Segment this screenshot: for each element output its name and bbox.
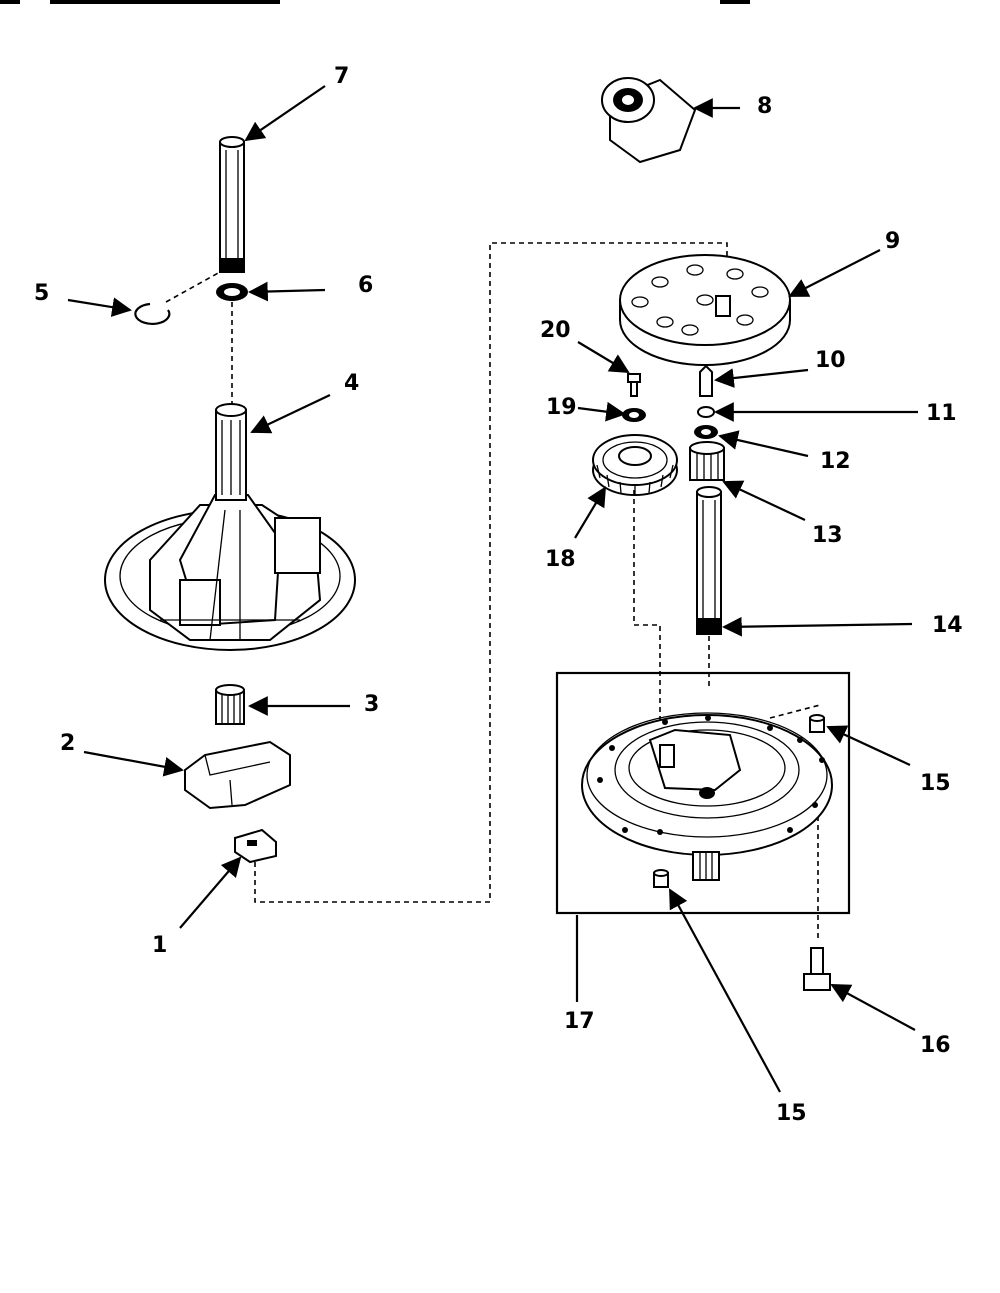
- callout-1: 1: [152, 933, 167, 958]
- callout-20: 20: [540, 318, 571, 343]
- callout-2: 2: [60, 731, 75, 756]
- part-10-stud: [699, 364, 713, 397]
- part-15-nut-lower: [653, 869, 669, 888]
- part-6-washer: [216, 283, 248, 301]
- part-1-block: [234, 828, 277, 864]
- callout-15-lower: 15: [776, 1101, 807, 1126]
- part-3-pinion-gear: [215, 684, 245, 725]
- part-16-bolt: [803, 947, 831, 991]
- callout-11: 11: [926, 401, 957, 426]
- callout-12: 12: [820, 449, 851, 474]
- part-20-screw: [627, 373, 641, 397]
- part-15-nut-upper: [809, 714, 825, 733]
- callout-19: 19: [546, 395, 577, 420]
- callout-9: 9: [885, 229, 900, 254]
- assembly-17-box: [555, 671, 851, 915]
- part-9-pulley: [619, 254, 791, 366]
- callout-14: 14: [932, 613, 963, 638]
- callout-15-upper: 15: [920, 771, 951, 796]
- part-12-washer: [694, 425, 718, 439]
- callout-6: 6: [358, 273, 373, 298]
- part-14-shaft: [696, 486, 722, 635]
- part-18-gear: [592, 434, 678, 496]
- callout-18: 18: [545, 547, 576, 572]
- right-guide-dashes: [634, 624, 661, 740]
- top-edge-marks: [0, 0, 750, 4]
- callout-16: 16: [920, 1033, 951, 1058]
- callout-labels: 1 2 3 4 5 6 7 8 9 10 11 12 13 14 15 15 1…: [34, 64, 963, 1126]
- callout-5: 5: [34, 281, 49, 306]
- connector-dashes: [254, 242, 728, 903]
- part-2-block: [184, 740, 291, 810]
- part-13-gear: [689, 441, 725, 481]
- callout-13: 13: [812, 523, 843, 548]
- part-17-base-plate: [581, 712, 833, 881]
- part-5-snap-ring: [134, 302, 171, 326]
- part-8-bearing: [601, 77, 697, 164]
- part-4-transmission-housing: [104, 403, 356, 651]
- callout-10: 10: [815, 348, 846, 373]
- callout-7: 7: [334, 64, 349, 89]
- callout-3: 3: [364, 692, 379, 717]
- leader-lines: [67, 85, 918, 1093]
- callout-17: 17: [564, 1009, 595, 1034]
- part-7-shaft: [219, 136, 245, 273]
- part-11-washer: [697, 406, 715, 418]
- callout-4: 4: [344, 371, 359, 396]
- left-axis-dashes-lower: [165, 271, 221, 303]
- part-19-washer: [622, 408, 646, 422]
- callout-8: 8: [757, 94, 772, 119]
